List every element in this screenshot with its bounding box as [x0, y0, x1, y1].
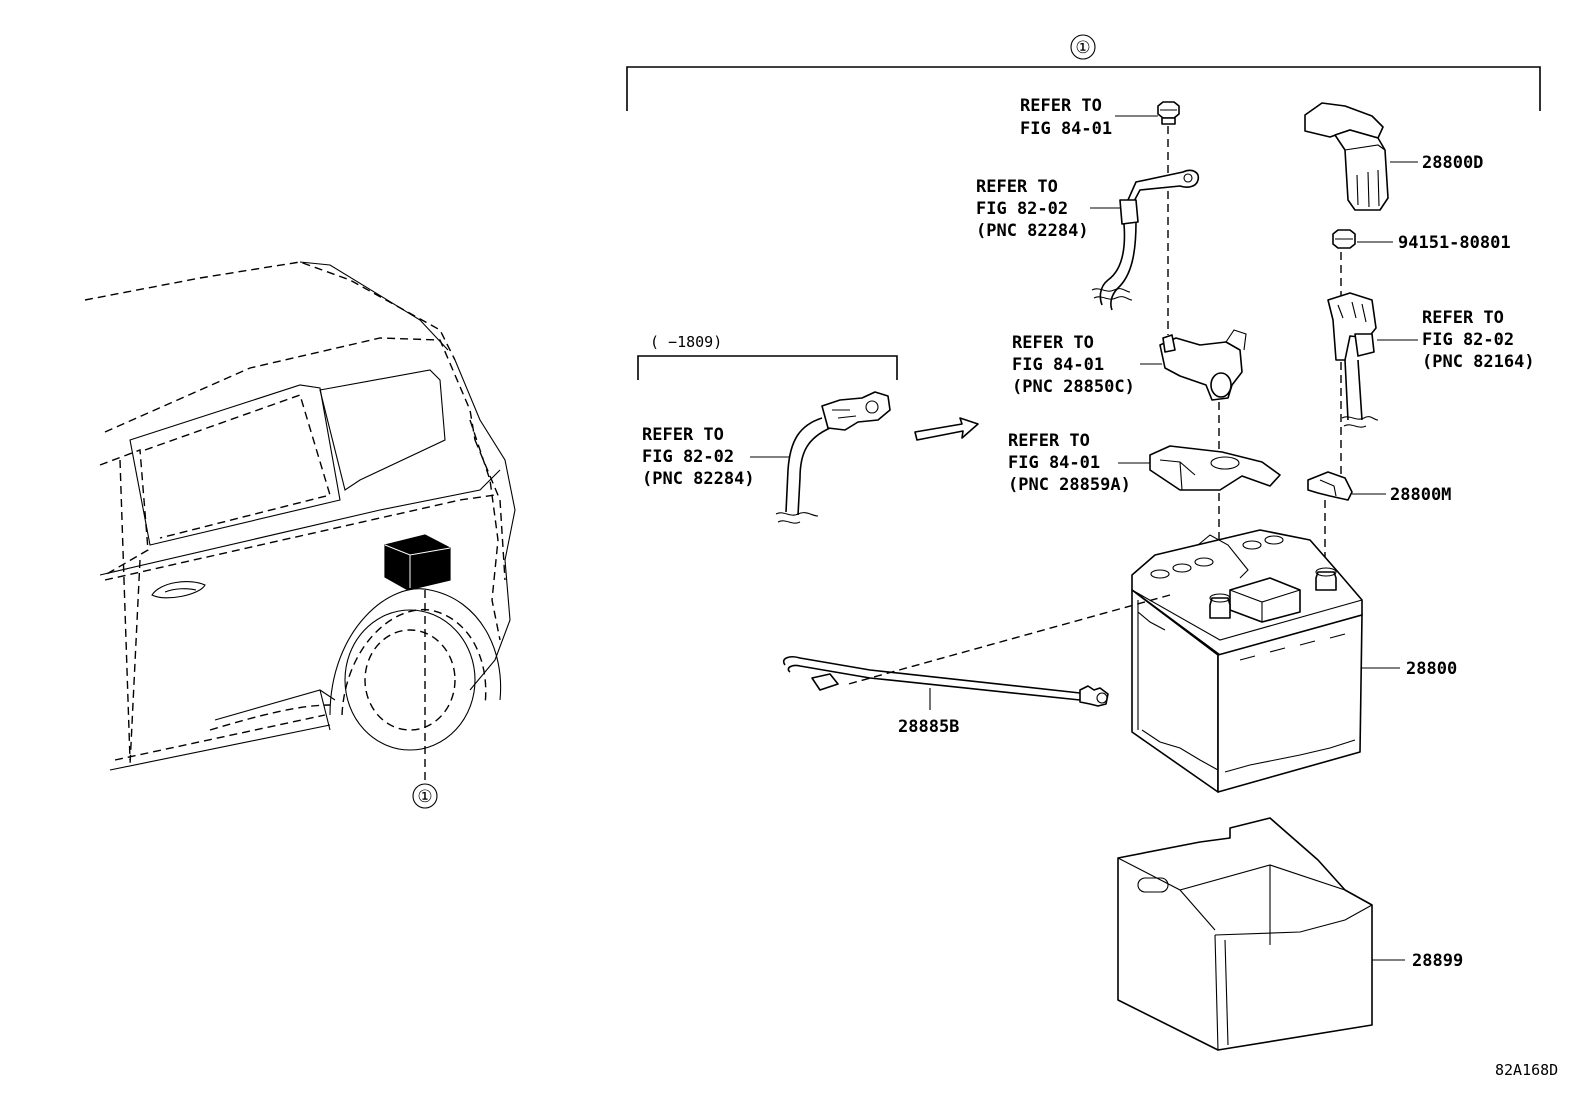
vent-hose-part-number: 28885B	[898, 717, 959, 737]
figure-id: 82A168D	[1495, 1061, 1558, 1079]
insulator-28899	[1117, 817, 1373, 1051]
terminal-cover-28800D	[1304, 102, 1389, 211]
ground-bolt-ref-line1: REFER TO	[1020, 96, 1102, 116]
clamp-28800M	[1307, 471, 1353, 501]
vent-hose-axis	[844, 594, 1171, 686]
old-cable-ref-line3: (PNC 82284)	[642, 469, 755, 489]
vent-hose-28885B	[782, 656, 1109, 707]
insulator-part-number: 28899	[1412, 951, 1463, 971]
vehicle-callout: ①	[412, 783, 438, 809]
terminal-ref-line2: FIG 84-01	[1012, 355, 1104, 375]
old-type-cable	[775, 391, 891, 524]
terminal-ref-line1: REFER TO	[1012, 333, 1094, 353]
ground-cable-ref-line3: (PNC 82284)	[976, 221, 1089, 241]
sensor-bracket-ref-line1: REFER TO	[1008, 431, 1090, 451]
terminal-ref-line3: (PNC 28850C)	[1012, 377, 1135, 397]
sensor-bracket	[1149, 445, 1281, 491]
assembly-bracket: ①	[626, 34, 1541, 111]
positive-cable-ref-line3: (PNC 82164)	[1422, 352, 1535, 372]
positive-cable-ref-line1: REFER TO	[1422, 308, 1504, 328]
assembly-callout-number: ①	[1075, 38, 1090, 58]
nut-part-number: 94151-80801	[1398, 233, 1511, 253]
nut-94151-80801	[1332, 229, 1356, 249]
ground-cable-ref-line1: REFER TO	[976, 177, 1058, 197]
ground-cable	[1091, 169, 1200, 311]
ground-bolt	[1157, 101, 1180, 125]
replacement-arrow	[914, 417, 979, 441]
sensor-bracket-ref-line2: FIG 84-01	[1008, 453, 1100, 473]
positive-cable	[1327, 292, 1379, 428]
ground-cable-ref-line2: FIG 82-02	[976, 199, 1068, 219]
date-range-label: ( −1809)	[650, 333, 722, 351]
battery-part-number: 28800	[1406, 659, 1457, 679]
vehicle-outline	[84, 261, 516, 783]
vehicle-callout-number: ①	[417, 787, 432, 807]
battery-28800	[1131, 529, 1363, 793]
clamp-part-number: 28800M	[1390, 485, 1451, 505]
positive-cable-ref-line2: FIG 82-02	[1422, 330, 1514, 350]
ground-bolt-ref-line2: FIG 84-01	[1020, 119, 1112, 139]
sensor-bracket-ref-line3: (PNC 28859A)	[1008, 475, 1131, 495]
date-range-bracket: ( −1809)	[637, 333, 898, 380]
negative-terminal	[1159, 329, 1247, 401]
terminal-cover-part-number: 28800D	[1422, 153, 1483, 173]
old-cable-ref-line1: REFER TO	[642, 425, 724, 445]
old-cable-ref-line2: FIG 82-02	[642, 447, 734, 467]
